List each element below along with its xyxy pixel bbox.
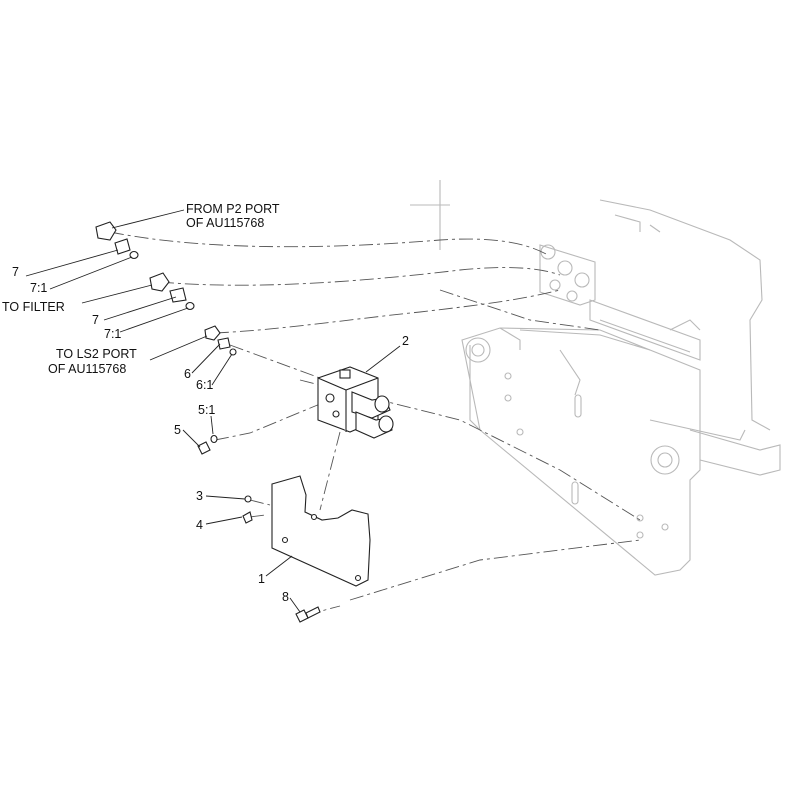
item-number-2: 2 [402,334,409,348]
bolt-4 [242,511,253,524]
callout-from-p2-line1: FROM P2 PORT [186,202,280,216]
fitting-7-middle [149,272,195,311]
callout-to-ls2-line1: TO LS2 PORT [56,347,137,361]
item-number-8: 8 [282,590,289,604]
item-number-7-1-upper: 7:1 [30,281,48,295]
valve-block-2 [317,366,394,439]
item-number-4: 4 [196,518,203,532]
shield-plate-1 [271,475,371,587]
hose-routing-lines [109,231,641,616]
item-number-7-upper: 7 [12,265,19,279]
item-number-1: 1 [258,572,265,586]
fitting-6 [204,325,237,356]
bolt-8 [295,606,321,623]
callout-to-ls2-line2: OF AU115768 [48,362,127,376]
item-number-6-1: 6:1 [196,378,214,392]
item-number-7-middle: 7 [92,313,99,327]
item-number-5-1: 5:1 [198,403,216,417]
leader-lines [25,209,401,613]
callout-from-p2-line2: OF AU115768 [186,216,265,230]
fitting-7-upper [95,221,139,260]
bolt-5 [197,434,218,455]
item-number-7-1-middle: 7:1 [104,327,122,341]
screw-3 [244,495,252,503]
item-number-6: 6 [184,367,191,381]
callout-to-filter: TO FILTER [2,300,65,314]
item-number-5: 5 [174,423,181,437]
machine-frame-ghost [410,180,781,576]
item-number-3: 3 [196,489,203,503]
